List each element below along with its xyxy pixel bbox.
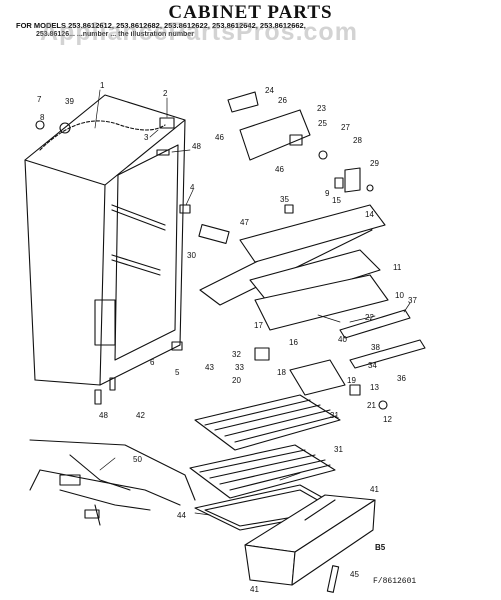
- rail-part-36: [349, 339, 426, 369]
- callout-24: 24: [265, 86, 274, 95]
- cap-part-39: [59, 122, 71, 134]
- callout-8: 8: [40, 113, 45, 122]
- callout-42: 42: [136, 411, 145, 420]
- callout-44: 44: [177, 511, 186, 520]
- callout-39: 39: [65, 97, 74, 106]
- clip-part-4: [179, 204, 191, 214]
- part-48-top: [156, 149, 170, 156]
- callout-21: 21: [367, 401, 376, 410]
- callout-3: 3: [144, 133, 149, 142]
- callout-50: 50: [133, 455, 142, 464]
- crisper-drawer-41: [244, 494, 376, 586]
- callout-4: 4: [190, 183, 195, 192]
- frame-part-10: [254, 274, 389, 331]
- callout-31-upper: 31: [330, 411, 339, 420]
- leader-lines: [94, 89, 411, 516]
- screw-part-7: [35, 120, 45, 130]
- callout-47: 47: [240, 218, 249, 227]
- callout-19: 19: [347, 376, 356, 385]
- callout-13: 13: [370, 383, 379, 392]
- callout-29: 29: [370, 159, 379, 168]
- callout-43: 43: [205, 363, 214, 372]
- callout-7: 7: [37, 95, 42, 104]
- screw-part-48-bottom: [94, 389, 102, 405]
- models-line: FOR MODELS 253.8612612, 253.8612682, 253…: [16, 21, 306, 30]
- part-29: [344, 167, 361, 193]
- part-13: [349, 384, 361, 396]
- callout-45: 45: [350, 570, 359, 579]
- callout-32: 32: [232, 350, 241, 359]
- callout-28: 28: [353, 136, 362, 145]
- part-35: [284, 204, 294, 214]
- callout-12: 12: [383, 415, 392, 424]
- callout-35: 35: [280, 195, 289, 204]
- callout-22: 22: [365, 313, 374, 322]
- part-30: [198, 224, 230, 244]
- callout-11: 11: [393, 263, 402, 272]
- wire-shelf-lower: [189, 444, 336, 499]
- part-14: [366, 184, 374, 192]
- callout-23: 23: [317, 104, 326, 113]
- callout-2: 2: [163, 89, 168, 98]
- shelf-part-9: [239, 204, 386, 263]
- callout-46-right: 46: [275, 165, 284, 174]
- callout-46-left: 46: [215, 133, 224, 142]
- control-housing-part-23: [239, 109, 311, 161]
- callout-5: 5: [175, 368, 180, 377]
- part-45: [326, 565, 340, 593]
- callout-30: 30: [187, 251, 196, 260]
- rail-part-37: [339, 309, 411, 339]
- page-code: B5: [375, 543, 386, 552]
- part-24: [227, 91, 259, 113]
- callout-1: 1: [100, 81, 105, 90]
- callout-40: 40: [338, 335, 347, 344]
- figure-number: F/8612601: [373, 577, 417, 586]
- callout-6: 6: [150, 358, 155, 367]
- callout-38: 38: [371, 343, 380, 352]
- callout-20: 20: [232, 376, 241, 385]
- callout-31-lower: 31: [334, 445, 343, 454]
- part-32: [254, 347, 270, 361]
- part-25: [289, 134, 303, 146]
- part-15: [334, 177, 344, 189]
- bracket-part-5-6: [171, 341, 183, 351]
- screw-part-42: [109, 377, 116, 391]
- callout-34: 34: [368, 361, 377, 370]
- callout-18: 18: [277, 368, 286, 377]
- cabinet-body: [24, 94, 186, 386]
- callout-15: 15: [332, 196, 341, 205]
- part-12: [378, 400, 388, 410]
- callout-17: 17: [254, 321, 263, 330]
- callout-14: 14: [365, 210, 374, 219]
- callout-36: 36: [397, 374, 406, 383]
- callout-10: 10: [395, 291, 404, 300]
- callout-48-top: 48: [192, 142, 201, 151]
- callout-41-top: 41: [370, 485, 379, 494]
- callout-26: 26: [278, 96, 287, 105]
- callout-48-bottom: 48: [99, 411, 108, 420]
- callout-9: 9: [325, 189, 330, 198]
- page-title: CABINET PARTS: [168, 2, 333, 23]
- callout-16: 16: [289, 338, 298, 347]
- callout-37: 37: [408, 296, 417, 305]
- callout-labels: 1 2 3 4 5 6 7 8 9 10 11 12 13 14 15 16 1…: [37, 81, 417, 594]
- box-part-18: [289, 359, 346, 396]
- callout-41-bottom: 41: [250, 585, 259, 594]
- wire-shelf-upper: [194, 394, 341, 451]
- instruction-line: 253.86126... ...number ... the illustrat…: [36, 31, 194, 38]
- frame-part-11: [249, 249, 381, 306]
- wire-harness-50: [29, 439, 196, 526]
- callout-27: 27: [341, 123, 350, 132]
- knob-part-28: [318, 150, 328, 160]
- callout-25: 25: [318, 119, 327, 128]
- hinge-part-2: [159, 117, 175, 129]
- callout-33: 33: [235, 363, 244, 372]
